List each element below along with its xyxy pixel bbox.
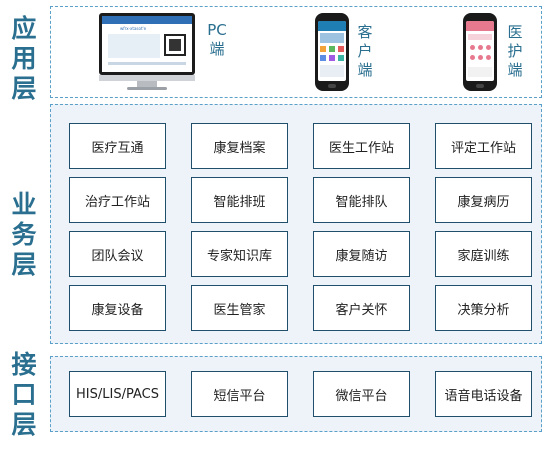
pc-screen-title: wfrx-xtasot'e: [120, 26, 147, 31]
pc-label: PC 端: [205, 21, 229, 59]
char: 用: [11, 44, 37, 73]
business-module: 专家知识库: [191, 231, 288, 277]
customer-label-line: 客: [357, 23, 373, 41]
medical-label-line: 端: [507, 61, 523, 79]
interface-module: 短信平台: [191, 371, 288, 417]
char: 应: [11, 14, 37, 43]
layer-label-business: 业 务 层: [0, 190, 48, 280]
medical-label: 医 护 端: [505, 23, 525, 80]
business-module: 医生工作站: [313, 123, 410, 169]
customer-label: 客 户 端: [355, 23, 375, 80]
business-module: 评定工作站: [435, 123, 532, 169]
pc-label-line: PC: [207, 21, 227, 39]
interface-module: HIS/LIS/PACS: [69, 371, 166, 417]
business-module: 康复病历: [435, 177, 532, 223]
application-layer-panel: wfrx-xtasot'e PC 端 客 户 端: [50, 6, 542, 98]
customer-label-line: 户: [357, 42, 373, 60]
interface-layer-panel: HIS/LIS/PACS 短信平台微信平台语音电话设备: [50, 356, 542, 432]
layer-label-application: 应 用 层: [0, 14, 48, 104]
business-module: 智能排队: [313, 177, 410, 223]
customer-label-line: 端: [357, 61, 373, 79]
business-module: 医生管家: [191, 285, 288, 331]
business-module: 决策分析: [435, 285, 532, 331]
layer-label-interface: 接 口 层: [0, 350, 48, 440]
business-module: 康复档案: [191, 123, 288, 169]
medical-label-line: 医: [507, 23, 523, 41]
pc-label-line: 端: [209, 40, 225, 58]
medical-label-line: 护: [507, 42, 523, 60]
pc-monitor-illustration: wfrx-xtasot'e: [99, 13, 195, 91]
interface-module: 微信平台: [313, 371, 410, 417]
business-module: 团队会议: [69, 231, 166, 277]
business-module: 家庭训练: [435, 231, 532, 277]
char: 务: [11, 220, 37, 249]
char: 层: [11, 410, 37, 439]
medical-phone-illustration: [463, 13, 497, 91]
business-module: 康复随访: [313, 231, 410, 277]
char: 业: [11, 190, 37, 219]
business-module: 医疗互通: [69, 123, 166, 169]
char: 接: [11, 350, 37, 379]
business-layer-panel: 医疗互通康复档案医生工作站评定工作站治疗工作站智能排班智能排队康复病历团队会议专…: [50, 104, 542, 344]
char: 层: [11, 74, 37, 103]
business-module: 康复设备: [69, 285, 166, 331]
char: 口: [11, 380, 37, 409]
interface-module: 语音电话设备: [435, 371, 532, 417]
business-module: 治疗工作站: [69, 177, 166, 223]
business-module: 智能排班: [191, 177, 288, 223]
char: 层: [11, 250, 37, 279]
business-module: 客户关怀: [313, 285, 410, 331]
customer-phone-illustration: [315, 13, 349, 91]
